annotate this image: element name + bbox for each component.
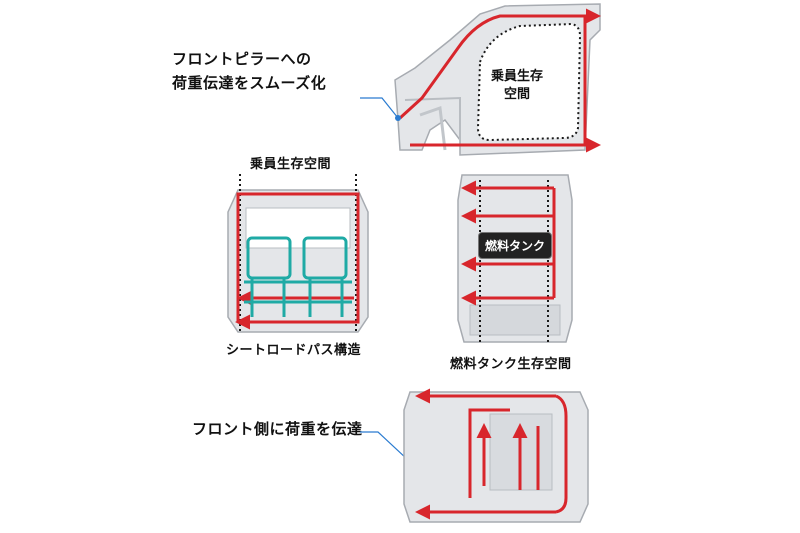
rear-perimeter-arrow <box>235 192 360 330</box>
fuel-tank-space-label: 燃料タンク生存空間 <box>450 357 572 372</box>
seat-frames <box>244 236 352 317</box>
front-pillar-leader <box>360 97 399 119</box>
cabin-space-label-line1: 乗員生存 <box>490 69 543 84</box>
seat-load-path-label: シートロードパス構造 <box>226 343 362 358</box>
fuel-tank-arrows <box>461 180 556 306</box>
front-load-arrows <box>415 388 568 520</box>
rear-view-panel <box>218 172 378 342</box>
cabin-space-label-line2: 空間 <box>503 87 530 102</box>
front-pillar-caption-line1: フロントピラーへの <box>172 50 312 68</box>
side-body-panel <box>160 0 610 165</box>
cabin-space-outline <box>476 22 582 142</box>
front-floor-panel <box>360 386 592 526</box>
fuel-tank-panel <box>450 170 580 348</box>
occupant-space-label: 乗員生存空間 <box>250 157 332 172</box>
fuel-tank-label: 燃料タンク <box>478 232 553 259</box>
front-pillar-caption-line2: 荷重伝達をスムーズ化 <box>172 74 327 92</box>
front-load-label: フロント側に荷重を伝達 <box>192 420 363 438</box>
pillar-load-arrow <box>398 8 601 120</box>
